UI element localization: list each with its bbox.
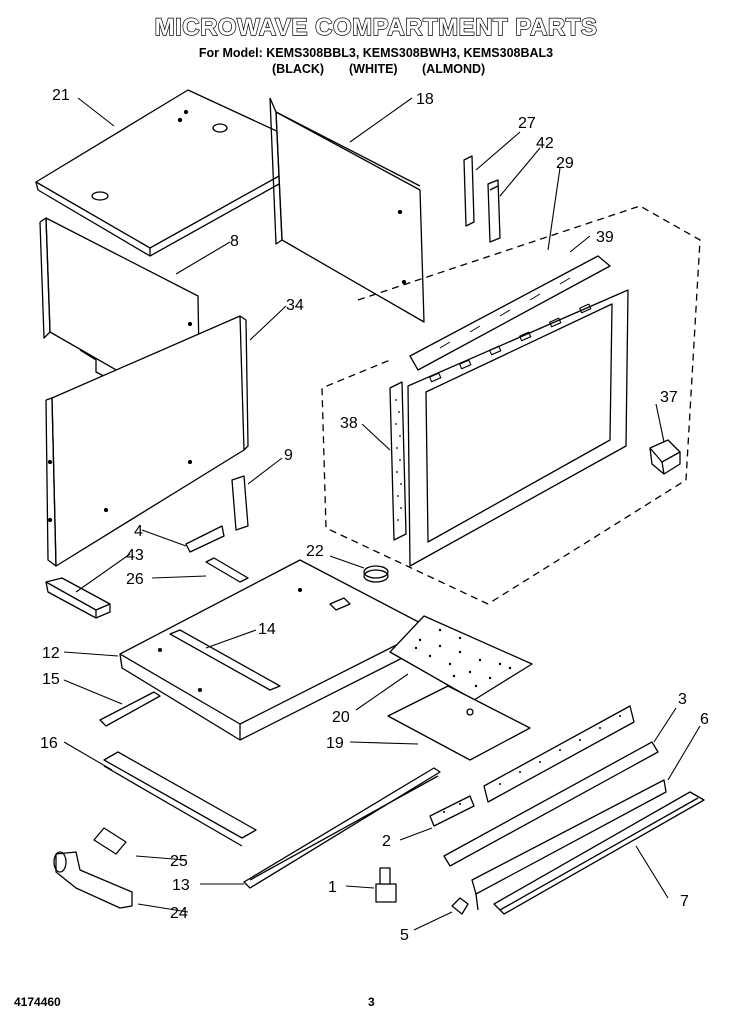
part-1-small-part xyxy=(375,867,397,903)
door-frame xyxy=(407,289,629,567)
part-20-filter xyxy=(389,615,533,701)
part-16-rail xyxy=(103,751,257,847)
callout-22: 22 xyxy=(306,543,324,560)
part-39-top-trim xyxy=(409,255,611,371)
callout-20: 20 xyxy=(332,709,350,726)
part-3-front-trim xyxy=(443,741,659,867)
callout-9: 9 xyxy=(284,447,293,464)
part-18-rear-panel xyxy=(269,97,425,323)
callout-7: 7 xyxy=(680,893,689,910)
callout-29: 29 xyxy=(556,155,574,172)
part-9-small-panel xyxy=(231,475,249,531)
callout-25: 25 xyxy=(170,853,188,870)
part-34-side-panel xyxy=(45,315,249,567)
part-24-vent-duct xyxy=(53,851,133,909)
callout-38: 38 xyxy=(340,415,358,432)
callout-15: 15 xyxy=(42,671,60,688)
callout-19: 19 xyxy=(326,735,344,752)
part-37-block xyxy=(649,439,681,475)
part-5-clip xyxy=(451,897,469,915)
callout-3: 3 xyxy=(678,691,687,708)
callout-26: 26 xyxy=(126,571,144,588)
part-6-trim xyxy=(471,779,667,911)
part-26-rail xyxy=(205,557,249,583)
callout-2: 2 xyxy=(382,833,391,850)
part-43-block xyxy=(45,577,111,619)
callout-16: 16 xyxy=(40,735,58,752)
part-27-strip xyxy=(463,155,475,227)
callout-14: 14 xyxy=(258,621,276,638)
variant-white: (WHITE) xyxy=(349,62,398,76)
model-line: For Model: KEMS308BBL3, KEMS308BWH3, KEM… xyxy=(198,46,554,60)
callout-42: 42 xyxy=(536,135,554,152)
doc-number: 4174460 xyxy=(14,995,61,1009)
callout-5: 5 xyxy=(400,927,409,944)
callout-18: 18 xyxy=(416,91,434,108)
part-25-bracket xyxy=(93,827,127,855)
callout-27: 27 xyxy=(518,115,536,132)
part-14-inner-rail xyxy=(169,629,281,691)
leader-lines xyxy=(63,97,701,931)
part-15-rail xyxy=(99,691,161,727)
callout-43: 43 xyxy=(126,547,144,564)
callout-1: 1 xyxy=(328,879,337,896)
part-42-strip xyxy=(487,179,501,243)
part-13-long-rail xyxy=(243,767,441,889)
callout-34: 34 xyxy=(286,297,304,314)
part-12-main-tray xyxy=(119,559,431,741)
color-variants: (BLACK) (WHITE) (ALMOND) xyxy=(0,62,752,78)
variant-black: (BLACK) xyxy=(272,62,325,76)
part-7-rail xyxy=(493,791,705,915)
part-22-grommet xyxy=(363,565,389,583)
part-38-vertical-strip xyxy=(389,381,407,541)
callout-39: 39 xyxy=(596,229,614,246)
part-2-perforated-strip xyxy=(429,705,635,827)
callout-4: 4 xyxy=(134,523,143,540)
callout-12: 12 xyxy=(42,645,60,662)
callout-8: 8 xyxy=(230,233,239,250)
callout-13: 13 xyxy=(172,877,190,894)
part-29-door-assembly-outline xyxy=(321,205,701,605)
callout-24: 24 xyxy=(170,905,188,922)
page-title: MICROWAVE COMPARTMENT PARTS xyxy=(154,13,598,41)
callout-37: 37 xyxy=(660,389,678,406)
callout-labels: 21 18 27 42 29 8 39 34 37 38 9 4 22 43 2… xyxy=(40,87,709,944)
callout-21: 21 xyxy=(52,87,70,104)
part-19-panel xyxy=(387,685,531,761)
callout-6: 6 xyxy=(700,711,709,728)
page-number: 3 xyxy=(368,995,375,1009)
part-4-bracket xyxy=(185,525,225,553)
variant-almond: (ALMOND) xyxy=(422,62,486,76)
